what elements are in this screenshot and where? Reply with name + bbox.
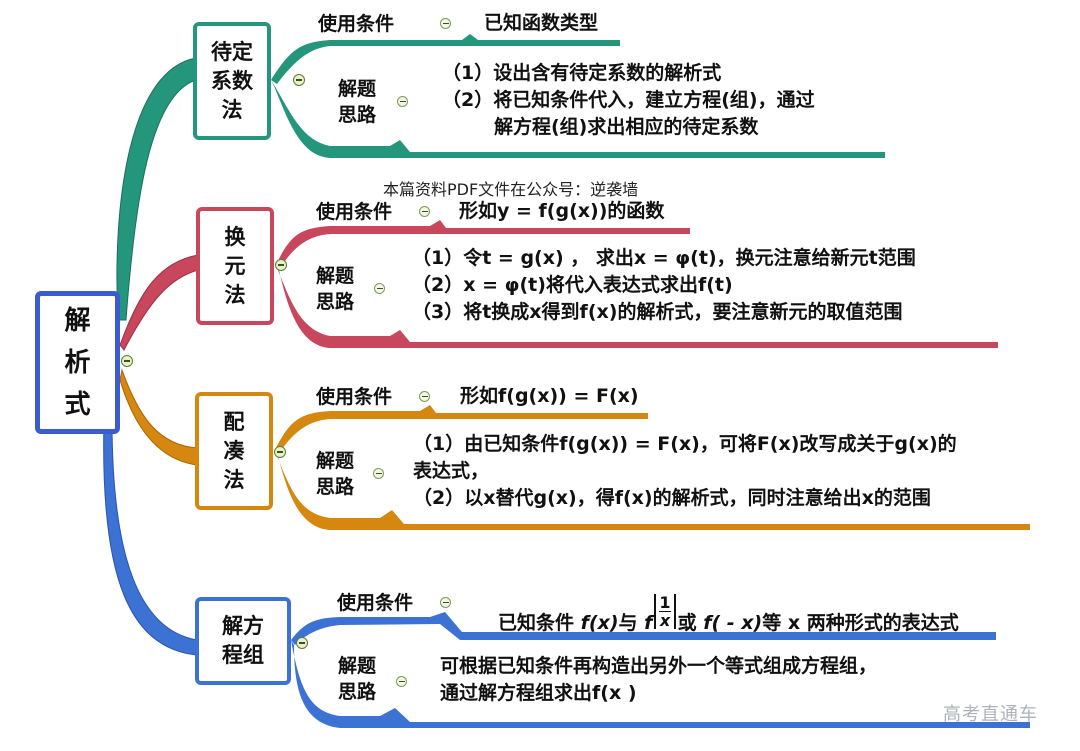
collapse-toggle-method-2[interactable] xyxy=(374,283,385,294)
root-label: 解 析 式 xyxy=(64,305,91,420)
condition-text: 已知函数类型 xyxy=(484,12,599,34)
step-2-continued: 解方程(组)求出相应的待定系数 xyxy=(494,116,759,138)
collapse-toggle-method-1[interactable] xyxy=(397,96,408,107)
method-label: 解题 思路 xyxy=(338,655,377,703)
step-1: （1）设出含有待定系数的解析式 xyxy=(442,62,722,84)
branch-label: 配 凑 法 xyxy=(223,409,245,492)
method-label: 解题 思路 xyxy=(338,78,377,126)
branch-node-matching[interactable]: 配 凑 法 xyxy=(195,392,273,510)
condition-label: 使用条件 xyxy=(337,592,414,614)
step-2: （2）将已知条件代入，建立方程(组)，通过 xyxy=(442,89,815,111)
root-node[interactable]: 解 析 式 xyxy=(35,291,120,434)
collapse-toggle-method-3[interactable] xyxy=(373,468,384,479)
step-3: （3）将t换成x得到f(x)的解析式，要注意新元的取值范围 xyxy=(412,301,903,323)
step-1: （1）令t = g(x) ， 求出x = φ(t)，换元注意给新元t范围 xyxy=(412,247,916,269)
condition-text: 形如y = f(g(x))的函数 xyxy=(459,200,665,222)
collapse-toggle-branch-1[interactable] xyxy=(293,74,305,86)
step-1: 可根据已知条件再构造出另外一个等式组成方程组， xyxy=(440,655,878,677)
step-1: （1）由已知条件f(g(x)) = F(x)，可将F(x)改写成关于g(x)的 xyxy=(413,433,957,455)
collapse-toggle-root[interactable] xyxy=(121,355,133,367)
step-1-continued: 表达式， xyxy=(413,460,490,482)
collapse-toggle-branch-2[interactable] xyxy=(275,259,287,271)
step-2: （2）以x替代g(x)，得f(x)的解析式，同时注意给出x的范围 xyxy=(413,487,931,509)
collapse-toggle-branch-4[interactable] xyxy=(296,637,308,649)
branch-label: 解方 程组 xyxy=(222,614,264,667)
condition-label: 使用条件 xyxy=(316,201,393,223)
collapse-toggle-condition-4[interactable] xyxy=(440,597,451,608)
collapse-toggle-condition-2[interactable] xyxy=(419,206,430,217)
watermark-text: 高考直通车 xyxy=(943,704,1038,725)
condition-text: 形如f(g(x)) = F(x) xyxy=(460,385,639,407)
notice-text: 本篇资料PDF文件在公众号：逆袭墙 xyxy=(383,180,639,199)
connector-root-branch3 xyxy=(119,368,198,466)
condition-label: 使用条件 xyxy=(318,13,395,35)
step-2: 通过解方程组求出f(x ) xyxy=(440,682,637,704)
condition-label: 使用条件 xyxy=(316,386,393,408)
collapse-toggle-method-4[interactable] xyxy=(396,676,407,687)
collapse-toggle-condition-3[interactable] xyxy=(419,391,430,402)
branch-label: 待定 系数 法 xyxy=(211,39,253,122)
branch-node-substitution[interactable]: 换 元 法 xyxy=(196,207,274,325)
branch-node-undetermined-coefficients[interactable]: 待定 系数 法 xyxy=(193,22,271,140)
branch-label: 换 元 法 xyxy=(224,224,246,307)
connector-root-branch2 xyxy=(119,254,199,351)
step-2: （2）x = φ(t)将代入表达式求出f(t) xyxy=(412,274,733,296)
method-label: 解题 思路 xyxy=(316,450,355,498)
collapse-toggle-branch-3[interactable] xyxy=(274,446,286,458)
collapse-toggle-condition-1[interactable] xyxy=(440,18,451,29)
method-label: 解题 思路 xyxy=(316,265,355,313)
branch-node-system-of-equations[interactable]: 解方 程组 xyxy=(195,597,291,685)
